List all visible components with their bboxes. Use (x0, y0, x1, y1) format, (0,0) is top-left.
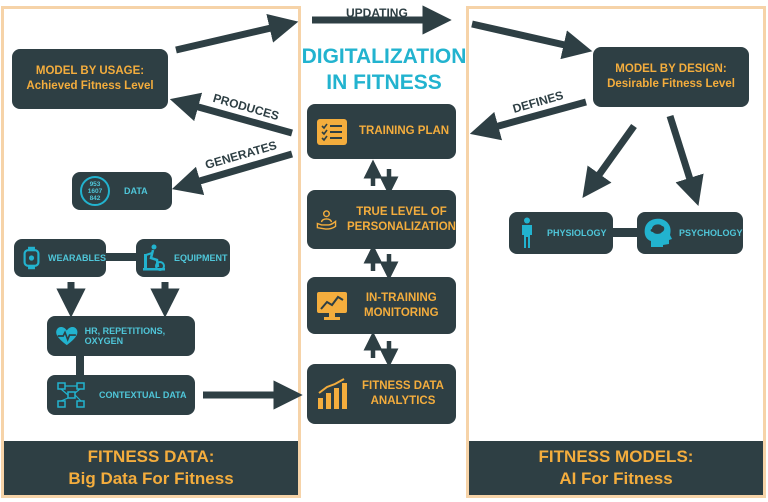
personalization-box: TRUE LEVEL OF PERSONALIZATION (307, 190, 456, 249)
psychology-box: PSYCHOLOGY (637, 212, 743, 254)
hr-box: HR, REPETITIONS, OXYGEN (47, 316, 195, 356)
network-icon (57, 382, 85, 408)
data-icon-digits-3: 842 (89, 194, 101, 202)
arrow-defines (469, 98, 587, 141)
personalization-text: TRUE LEVEL OF PERSONALIZATION (347, 205, 456, 235)
psychology-label: PSYCHOLOGY (679, 228, 743, 238)
bar-chart-icon (318, 378, 347, 409)
arrow-design-to-psychology (666, 114, 704, 207)
contextual-data-label: CONTEXTUAL DATA (99, 390, 187, 400)
data-icon-digits-1: 953 (89, 180, 101, 188)
fitness-data-footer-title: FITNESS DATA: (87, 447, 215, 466)
data-label: DATA (124, 186, 148, 196)
diagram-title: DIGITALIZATION IN FITNESS (300, 44, 468, 96)
arrow-generates (171, 150, 293, 195)
analytics-line2: ANALYTICS (370, 395, 436, 407)
wearables-label: WEARABLES (48, 253, 106, 263)
analytics-box: FITNESS DATA ANALYTICS (307, 364, 456, 424)
equipment-label: EQUIPMENT (174, 253, 228, 263)
personalization-line2: PERSONALIZATION (346, 220, 456, 233)
hr-label: HR, REPETITIONS, OXYGEN (84, 326, 166, 346)
wearables-box: WEARABLES (14, 239, 106, 277)
model-by-usage-title: MODEL BY USAGE: (35, 65, 145, 77)
label-updating: UPDATING (346, 6, 408, 20)
fitness-models-footer-subtitle: AI For Fitness (559, 469, 673, 488)
contextual-data-box: CONTEXTUAL DATA (47, 375, 195, 415)
arrow-updating-to-design (471, 20, 593, 60)
physiology-label: PHYSIOLOGY (547, 228, 607, 238)
diagram-title-line2: IN FITNESS (326, 71, 442, 94)
connector-wearables-equipment (106, 253, 136, 261)
diagram-title-line1: DIGITALIZATION (301, 45, 467, 68)
heart-rate-icon (56, 327, 78, 346)
data-icon-digits-2: 1607 (87, 187, 103, 195)
data-digits-icon: 953 1607 842 (80, 176, 110, 206)
arrow-produces (169, 92, 293, 137)
monitor-chart-icon (317, 291, 347, 320)
personalization-line1: TRUE LEVEL OF (356, 205, 447, 218)
training-plan-label: TRAINING PLAN (359, 125, 450, 137)
model-by-usage-subtitle: Achieved Fitness Level (26, 80, 154, 92)
fitness-data-footer-subtitle: Big Data For Fitness (68, 469, 234, 488)
model-by-design-subtitle: Desirable Fitness Level (607, 78, 735, 90)
hand-person-icon (316, 209, 337, 230)
monitoring-text: IN-TRAINING MONITORING (364, 291, 439, 321)
human-body-icon (522, 217, 532, 248)
smartwatch-icon (23, 246, 40, 270)
monitoring-box: IN-TRAINING MONITORING (307, 277, 456, 334)
arrow-usage-to-updating (175, 13, 299, 54)
model-by-design-box: MODEL BY DESIGN: Desirable Fitness Level (593, 47, 749, 107)
arrow-design-to-physiology (582, 123, 637, 198)
connector-hr-contextual (76, 355, 84, 375)
analytics-text: FITNESS DATA ANALYTICS (362, 379, 444, 409)
model-by-usage-box: MODEL BY USAGE: Achieved Fitness Level (12, 49, 168, 109)
fitness-models-footer: FITNESS MODELS: AI For Fitness (469, 441, 763, 495)
data-box: 953 1607 842 DATA (72, 172, 172, 210)
equipment-box: EQUIPMENT (136, 239, 230, 277)
monitoring-line1: IN-TRAINING (365, 291, 437, 304)
exercise-bike-icon (143, 244, 165, 271)
fitness-models-footer-title: FITNESS MODELS: (538, 447, 694, 466)
training-plan-box: TRAINING PLAN (307, 104, 456, 159)
head-brain-icon (644, 218, 672, 247)
checklist-icon (317, 118, 347, 145)
analytics-line1: FITNESS DATA (362, 380, 444, 392)
monitoring-line2: MONITORING (364, 306, 439, 319)
model-by-design-title: MODEL BY DESIGN: (615, 63, 727, 75)
fitness-data-footer: FITNESS DATA: Big Data For Fitness (4, 441, 298, 495)
physiology-box: PHYSIOLOGY (509, 212, 613, 254)
connector-physiology-psychology (608, 228, 638, 237)
